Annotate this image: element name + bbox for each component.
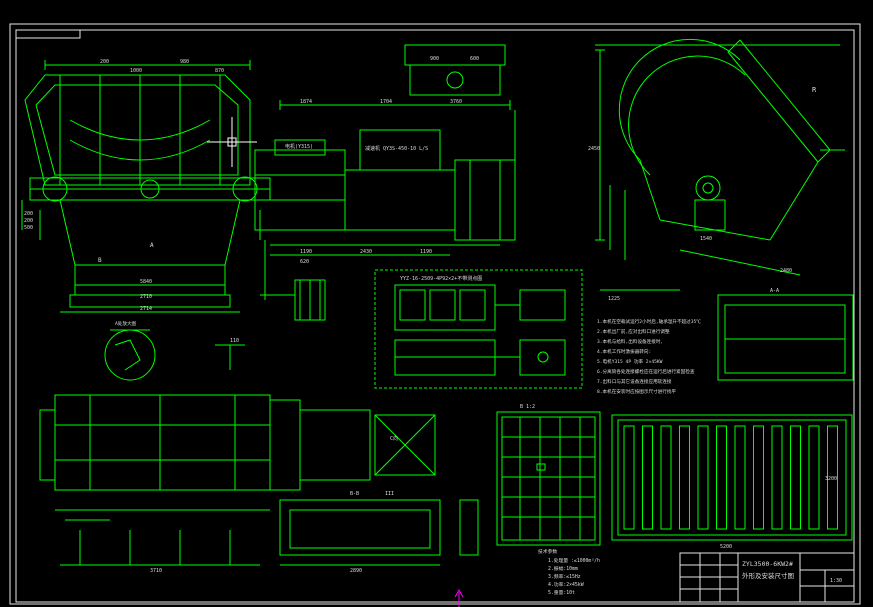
dim-mid-bottom-1: 1190: [300, 249, 312, 255]
panel-slot: [716, 425, 727, 530]
front-label-b: B: [98, 257, 102, 264]
dim-side-4: 1225: [608, 296, 620, 302]
tech-note-2: 2.本机出厂前,应对出料口进行调整: [597, 328, 670, 335]
tech-note-4: 4.本机工作时激振器转向:: [597, 348, 651, 355]
tech-note-3: 3.本机与给料,出料设备连接时,: [597, 338, 663, 345]
base-frame-view: [39, 394, 301, 566]
view-a-box: A-A: [717, 288, 854, 381]
panel-slot: [679, 425, 690, 530]
sheet-frame: [9, 23, 861, 605]
dim-front-left-1: 200: [24, 211, 33, 217]
crosshair-cursor: [207, 117, 257, 167]
dim-mid-bottom-2: 2430: [360, 249, 372, 255]
tech-param-3: 3.频率:≤15Hz: [548, 573, 581, 580]
title-block: ZYL3500-6KW2# 外形及安装尺寸图 1:30: [679, 552, 855, 603]
dim-side-1: 2450: [588, 146, 600, 152]
slotted-panel: [611, 414, 853, 541]
tech-param-5: 5.重量:10t: [548, 589, 575, 596]
dim-panel-width: 5200: [720, 544, 732, 550]
side-view-text: 2450 1540 2480 1225 R: [588, 86, 817, 302]
section-iii-label: III: [385, 491, 394, 497]
dim-front-top-4: 870: [215, 68, 224, 74]
drawing-title: ZYL3500-6KW2#: [742, 560, 793, 568]
section-detail: A处放大图 110: [104, 320, 245, 381]
dim-front-top-2: 980: [180, 59, 189, 65]
dim-side-3: 2480: [780, 268, 792, 274]
dim-mid-2: 1704: [380, 99, 392, 105]
note-reducer: 减速机 QY3S-450-10 L/S: [365, 145, 428, 152]
dim-front-bottom-3: 2714: [140, 306, 152, 312]
tech-note-1: 1.本机在空载试运行2小时后,轴承温升不超过35℃: [597, 318, 701, 325]
panel-slot: [808, 425, 820, 530]
drawing-scale: 1:30: [830, 578, 842, 584]
panel-slot: [771, 425, 783, 530]
dim-front-left-2: 200: [24, 218, 33, 224]
tech-params-title: 技术参数: [538, 548, 557, 555]
panel-slot: [790, 425, 801, 530]
tech-note-7: 7.出料口与其它设备连接应用软连接: [597, 378, 672, 385]
front-label-a: A: [150, 242, 154, 249]
panel-slot: [660, 425, 672, 530]
side-label-r: R: [812, 86, 817, 94]
schematic-box: YYZ-16-2509-4P92×2+不带测点图: [374, 269, 583, 389]
drive-view: [254, 44, 516, 321]
tech-note-6: 6.分离筒各处连接螺栓应在运行后进行紧固检查: [597, 368, 695, 375]
tech-param-2: 2.振幅:10mm: [548, 565, 578, 572]
ucs-arrow-icon: [454, 588, 464, 607]
dim-front-top-3: 1000: [130, 68, 142, 74]
tech-notes: 1.本机在空载试运行2小时后,轴承温升不超过35℃ 2.本机出厂前,应对出料口进…: [597, 318, 701, 395]
schematic-title: YYZ-16-2509-4P92×2+不带测点图: [400, 275, 482, 282]
drive-view-text: 1874 1704 3760 900 600 1190 2430 1190 62…: [285, 56, 479, 265]
side-view: [595, 38, 845, 291]
tech-note-8: 8.本机在安装时应按图示尺寸进行找平: [597, 388, 676, 395]
screen-grid: [496, 411, 601, 546]
dim-front-bottom-1: 5840: [140, 279, 152, 285]
tech-params: 技术参数 1.处理量 :≤1000m³/h 2.振幅:10mm 3.频率:≤15…: [538, 548, 600, 596]
view-a-label: A-A: [770, 288, 779, 294]
grid-label: B 1:2: [520, 404, 535, 410]
dim-mid-5: 600: [470, 56, 479, 62]
dim-front-top-1: 200: [100, 59, 109, 65]
view-c-label: C向: [390, 435, 398, 442]
tech-param-4: 4.功率:2×45kW: [548, 581, 584, 588]
panel-slot: [753, 425, 764, 530]
section-view-text: B-B C向: [350, 435, 398, 497]
panel-slot: [642, 425, 653, 530]
front-view-dimensions: 200 980 1000 870 200 200 500 5840 2710 2…: [24, 59, 224, 312]
dim-mid-1: 1874: [300, 99, 312, 105]
dim-front-left-3: 500: [24, 225, 33, 231]
section-views: [279, 409, 479, 566]
note-motor: 电机(Y315): [285, 143, 313, 150]
tech-note-5: 5.电机Y315 4P 功率 2×45KW: [597, 358, 663, 365]
dim-side-2: 1540: [700, 236, 712, 242]
dim-mid-4: 900: [430, 56, 439, 62]
dim-panel-height: 3200: [825, 476, 837, 482]
dim-mid-bottom-4: 620: [300, 259, 309, 265]
dim-mid-bottom-3: 1190: [420, 249, 432, 255]
tech-param-1: 1.处理量 :≤1000m³/h: [548, 557, 600, 564]
panel-slot: [623, 425, 635, 530]
section-detail-label: A处放大图: [115, 320, 137, 327]
drawing-subtitle: 外形及安装尺寸图: [742, 571, 794, 580]
front-view: [21, 60, 271, 313]
dim-mid-3: 3760: [450, 99, 462, 105]
section-detail-dim: 110: [230, 338, 239, 344]
dim-b-width: 2890: [350, 568, 362, 574]
view-b-label: B-B: [350, 491, 359, 497]
panel-slot: [734, 425, 746, 530]
dim-front-bottom-2: 2710: [140, 294, 152, 300]
bottom-dims: 5200 3200 2890 3710 B 1:2 III: [150, 404, 837, 574]
panel-slot: [697, 425, 709, 530]
panel-slot: [827, 425, 838, 530]
dim-base-width: 3710: [150, 568, 162, 574]
